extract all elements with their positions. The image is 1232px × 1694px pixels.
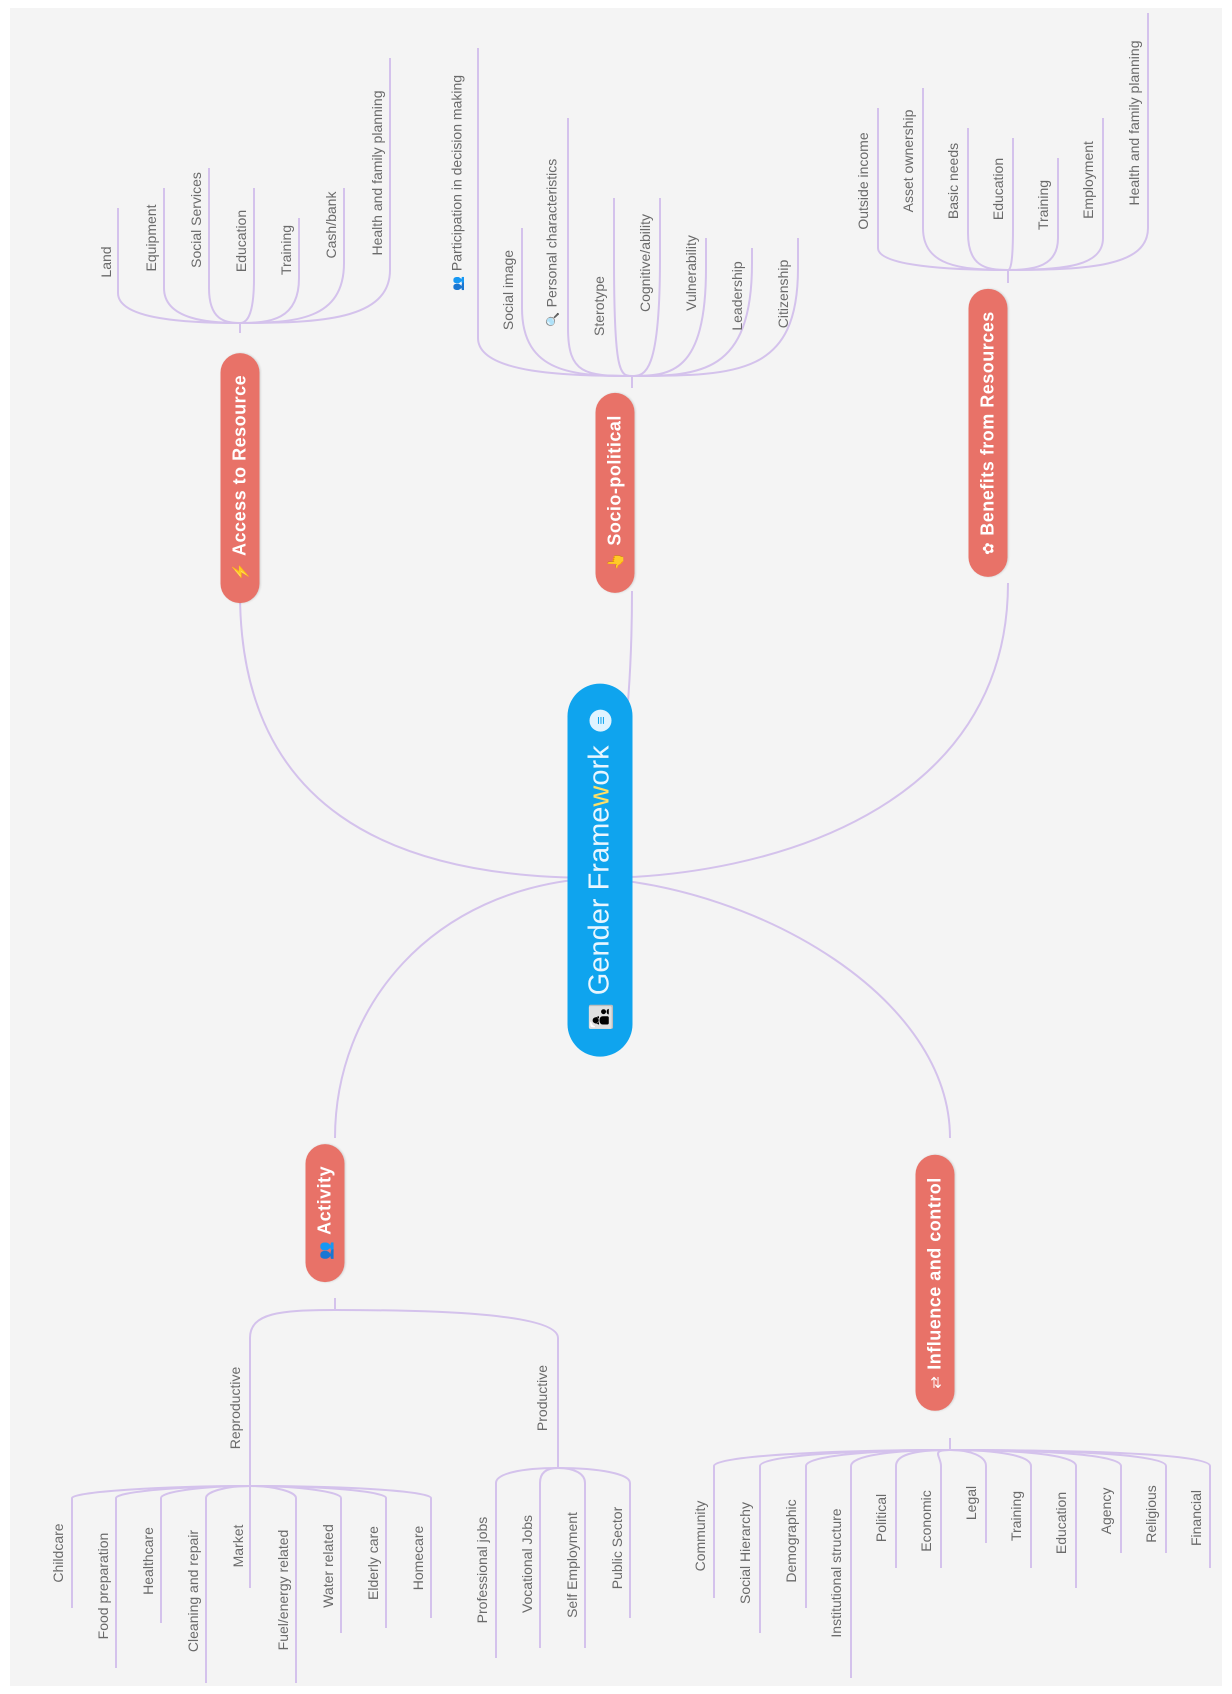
- hand-icon: 👆: [607, 551, 625, 571]
- leaf-item[interactable]: Food preparation: [95, 1532, 111, 1640]
- notes-icon[interactable]: ≡: [589, 709, 612, 732]
- leaf-item[interactable]: Self Employment: [564, 1512, 580, 1618]
- arrows-icon: ⇄: [927, 1375, 945, 1389]
- leaf-item[interactable]: Agency: [1098, 1487, 1114, 1535]
- leaf-item[interactable]: Training: [1008, 1490, 1024, 1542]
- lightning-icon: ⚡: [232, 561, 250, 582]
- leaf-item[interactable]: Basic needs: [945, 142, 961, 220]
- leaf-item[interactable]: Asset ownership: [900, 109, 916, 213]
- leaf-item[interactable]: Sterotype: [591, 276, 607, 336]
- leaf-item[interactable]: Education: [233, 209, 249, 273]
- leaf-item[interactable]: Vocational Jobs: [519, 1514, 535, 1614]
- leaf-item[interactable]: Healthcare: [140, 1527, 156, 1595]
- leaf-item[interactable]: Economic: [918, 1490, 934, 1552]
- leaf-item[interactable]: Demographic: [783, 1499, 799, 1583]
- leaf-item[interactable]: Health and family planning: [1126, 40, 1142, 206]
- branch-influence-and-control[interactable]: ⇄Influence and control: [915, 1155, 955, 1411]
- leaf-item[interactable]: Cognitive/ability: [637, 213, 653, 313]
- leaf-item[interactable]: Training: [278, 224, 294, 276]
- leaf-item[interactable]: Vulnerability: [683, 235, 699, 311]
- sub-branch-reproductive[interactable]: Reproductive: [227, 1366, 243, 1450]
- leaf-item[interactable]: Equipment: [143, 204, 159, 272]
- leaf-item[interactable]: Citizenship: [775, 259, 791, 329]
- flower-icon: ✿: [980, 541, 998, 555]
- branch-activity[interactable]: 👥Activity: [305, 1143, 345, 1283]
- leaf-item[interactable]: Religious: [1143, 1485, 1159, 1543]
- leaf-item[interactable]: Cash/bank: [323, 191, 339, 259]
- leaf-item[interactable]: 🔍Personal characteristics: [543, 158, 560, 328]
- leaf-item[interactable]: Leadership: [729, 261, 745, 331]
- leaf-item[interactable]: Water related: [320, 1524, 336, 1608]
- leaf-item[interactable]: Employment: [1080, 141, 1096, 219]
- sub-branch-productive[interactable]: Productive: [534, 1364, 550, 1432]
- leaf-item[interactable]: Health and family planning: [369, 90, 385, 256]
- leaf-item[interactable]: Community: [692, 1500, 708, 1572]
- branch-socio-political[interactable]: 👆Socio-political: [595, 393, 635, 593]
- magnifier-icon: 🔍: [545, 312, 560, 328]
- leaf-item[interactable]: Childcare: [50, 1523, 66, 1583]
- leaf-item[interactable]: Education: [1053, 1491, 1069, 1555]
- leaf-item[interactable]: Homecare: [410, 1525, 426, 1591]
- gender-faces-icon: 👩‍👦: [588, 1003, 614, 1031]
- leaf-item[interactable]: Political: [873, 1493, 889, 1543]
- leaf-item[interactable]: Fuel/energy related: [275, 1529, 291, 1651]
- leaf-item[interactable]: Elderly care: [365, 1526, 381, 1600]
- people-icon: 👥: [450, 276, 465, 292]
- leaf-item[interactable]: Social image: [500, 249, 516, 331]
- leaf-item[interactable]: Social Hierarchy: [737, 1502, 753, 1604]
- leaf-item[interactable]: Professional jobs: [474, 1516, 490, 1624]
- connector-lines: [71, 13, 1211, 1683]
- leaf-item[interactable]: Public Sector: [609, 1506, 625, 1590]
- leaf-item[interactable]: Financial: [1188, 1489, 1204, 1547]
- leaf-item[interactable]: Outside income: [855, 132, 871, 230]
- leaf-item[interactable]: Social Services: [188, 172, 204, 268]
- leaf-item[interactable]: Market: [230, 1524, 246, 1568]
- leaf-item[interactable]: 👥Participation in decision making: [448, 74, 465, 292]
- branch-benefits-from-resources[interactable]: ✿Benefits from Resources: [968, 289, 1008, 577]
- leaf-item[interactable]: Cleaning and repair: [185, 1529, 201, 1653]
- leaf-item[interactable]: Legal: [963, 1485, 979, 1521]
- leaf-item[interactable]: Land: [98, 246, 114, 278]
- branch-access-to-resource[interactable]: ⚡Access to Resource: [220, 352, 260, 604]
- people-icon: 👥: [317, 1240, 335, 1261]
- leaf-item[interactable]: Education: [990, 157, 1006, 221]
- central-topic[interactable]: 👩‍👦Gender Framework≡: [567, 683, 633, 1057]
- leaf-item[interactable]: Institutional structure: [828, 1508, 844, 1638]
- leaf-item[interactable]: Training: [1035, 179, 1051, 231]
- mindmap-canvas: 👩‍👦Gender Framework≡ ⚡Access to Resource…: [10, 8, 1222, 1686]
